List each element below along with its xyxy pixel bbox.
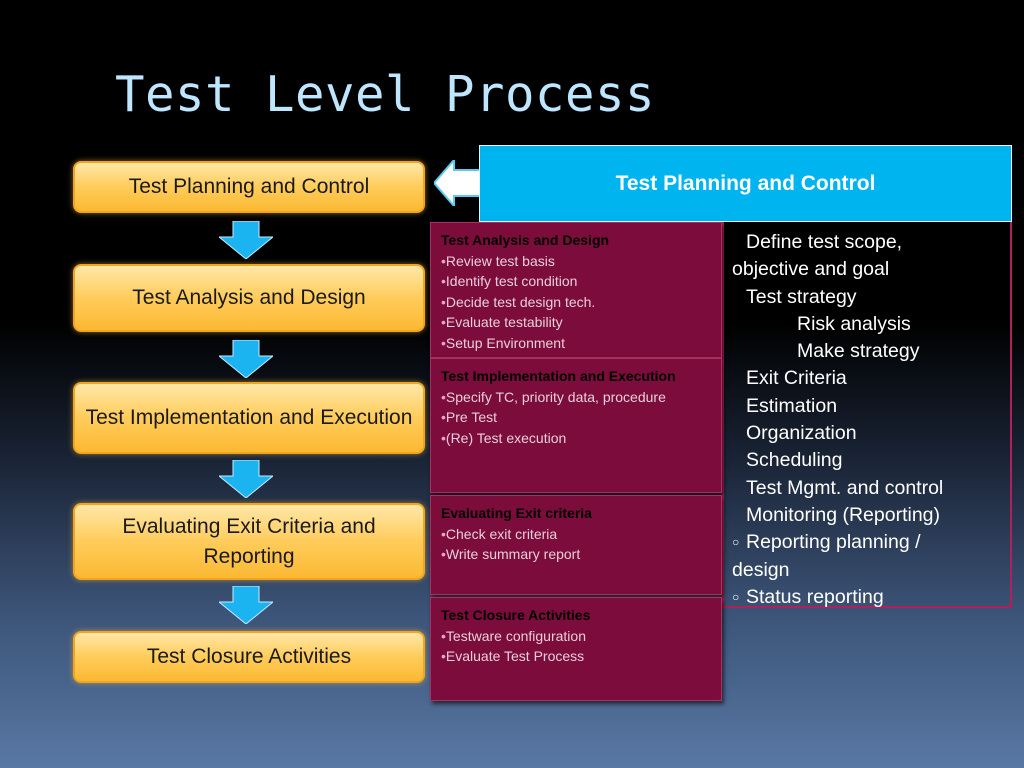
planning-detail: Estimation xyxy=(746,394,838,417)
detail-box-item: •Write summary report xyxy=(441,546,581,562)
planning-detail: Organization xyxy=(746,422,857,445)
detail-header: Test Planning and Control xyxy=(479,145,1012,222)
detail-box-item: •Testware configuration xyxy=(441,627,586,644)
planning-detail: Test Mgmt. and control xyxy=(746,476,944,499)
detail-box-test-closure-activities: Test Closure Activities •Testware config… xyxy=(430,597,722,701)
detail-box-heading: Evaluating Exit criteria xyxy=(441,505,592,521)
planning-details-list: Define test scope, objective and goal Te… xyxy=(732,229,1008,612)
detail-box-heading: Test Analysis and Design xyxy=(441,232,610,248)
planning-detail: Status reporting xyxy=(746,586,884,609)
detail-box-item: •(Re) Test execution xyxy=(441,429,567,446)
arrow-down-icon xyxy=(219,460,273,498)
planning-detail: Reporting planning / xyxy=(746,531,921,554)
circle-bullet-icon: ○ xyxy=(732,590,740,605)
detail-box-item: •Setup Environment xyxy=(441,334,565,351)
arrow-left-icon xyxy=(434,160,486,206)
planning-detail: Exit Criteria xyxy=(746,367,847,390)
planning-detail: design xyxy=(732,558,790,581)
detail-box-item: •Decide test design tech. xyxy=(441,293,596,310)
planning-detail: Define test scope, xyxy=(746,231,903,253)
page-title: Test Level Process xyxy=(115,66,656,123)
circle-bullet-icon: ○ xyxy=(732,535,740,550)
step-test-analysis-and-design: Test Analysis and Design xyxy=(73,264,425,332)
detail-box-heading: Test Closure Activities xyxy=(441,607,591,623)
step-test-closure-activities: Test Closure Activities xyxy=(73,631,425,683)
planning-detail: Scheduling xyxy=(746,449,843,472)
detail-box-item: •Pre Test xyxy=(441,409,498,425)
arrow-down-icon xyxy=(219,340,273,378)
step-test-implementation-and-execution: Test Implementation and Execution xyxy=(73,382,425,454)
detail-box-test-implementation-and-execution: Test Implementation and Execution •Speci… xyxy=(430,358,722,493)
planning-detail: Risk analysis xyxy=(797,312,911,335)
planning-detail: Make strategy xyxy=(797,340,920,363)
arrow-down-icon xyxy=(219,221,273,259)
detail-box-item: •Check exit criteria xyxy=(441,525,558,542)
arrow-down-icon xyxy=(219,586,273,624)
planning-detail: objective and goal xyxy=(732,258,890,281)
detail-box-item: •Identify test condition xyxy=(441,273,578,289)
detail-box-item: •Review test basis xyxy=(441,252,555,269)
planning-details-panel xyxy=(722,222,1012,608)
detail-box-item: •Evaluate Test Process xyxy=(441,648,585,664)
step-test-planning-and-control: Test Planning and Control xyxy=(73,161,425,213)
detail-box-item: •Evaluate testability xyxy=(441,314,563,330)
planning-detail: Test strategy xyxy=(746,285,857,308)
detail-box-heading: Test Implementation and Execution xyxy=(441,368,676,384)
detail-box-test-analysis-and-design: Test Analysis and Design •Review test ba… xyxy=(430,222,722,358)
planning-detail: Monitoring (Reporting) xyxy=(746,503,941,526)
detail-box-item: •Specify TC, priority data, procedure xyxy=(441,388,666,405)
step-evaluating-exit-criteria-and-reporting: Evaluating Exit Criteria and Reporting xyxy=(73,503,425,580)
detail-box-evaluating-exit-criteria: Evaluating Exit criteria •Check exit cri… xyxy=(430,495,722,595)
